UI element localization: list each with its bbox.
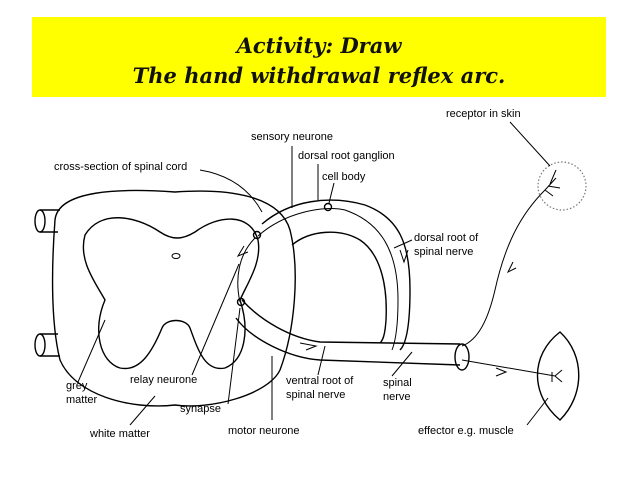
leader-relay: [192, 264, 239, 375]
label-synapse: synapse: [180, 403, 221, 415]
label-grey-matter-line1: grey: [66, 380, 88, 392]
ventral-root-lower: [236, 318, 460, 365]
label-motor-neurone: motor neurone: [228, 425, 300, 437]
left-nerve-end-top: [35, 210, 45, 232]
skin-receptor: [538, 162, 586, 210]
receptor-endings: [545, 170, 560, 196]
label-cell-body: cell body: [322, 171, 366, 183]
cell-body: [325, 204, 332, 211]
label-ventral-root-line2: spinal nerve: [286, 389, 345, 401]
dorsal-root-inner: [292, 232, 386, 343]
left-nerve-end-bottom: [35, 334, 45, 356]
label-dorsal-root-line2: spinal nerve: [414, 246, 473, 258]
ventral-root: [242, 300, 460, 344]
central-canal: [172, 254, 180, 259]
sensory-neurone-fibre: [462, 190, 545, 346]
motor-neurone-fibre: [462, 360, 555, 376]
dorsal-root-outer: [262, 200, 410, 350]
label-cross-section: cross-section of spinal cord: [54, 161, 187, 173]
leader-effector: [527, 398, 548, 425]
arrow-sensory-in: [508, 262, 516, 272]
grey-matter: [83, 218, 258, 369]
label-white-matter: white matter: [89, 428, 150, 440]
arrow-ventral-2: [496, 368, 506, 376]
label-spinal-nerve-line1: spinal: [383, 377, 412, 389]
label-spinal-nerve-line2: nerve: [383, 391, 411, 403]
label-dorsal-root-ganglion: dorsal root ganglion: [298, 150, 395, 162]
label-ventral-root-line1: ventral root of: [286, 375, 354, 387]
label-sensory-neurone: sensory neurone: [251, 131, 333, 143]
muscle-effector: [538, 332, 579, 420]
label-grey-matter-line2: matter: [66, 394, 98, 406]
arrow-relay: [238, 246, 248, 256]
label-receptor: receptor in skin: [446, 108, 521, 120]
leader-grey-matter: [78, 320, 105, 382]
leader-receptor: [510, 122, 550, 166]
leader-spinal-nerve: [392, 352, 412, 376]
relay-neurone: [238, 238, 255, 302]
arrow-ventral-1: [300, 343, 316, 350]
leader-white-matter: [130, 396, 155, 425]
spinal-nerve-end: [455, 344, 469, 370]
label-dorsal-root-line1: dorsal root of: [414, 232, 479, 244]
label-relay-neurone: relay neurone: [130, 374, 197, 386]
label-effector: effector e.g. muscle: [418, 425, 514, 437]
